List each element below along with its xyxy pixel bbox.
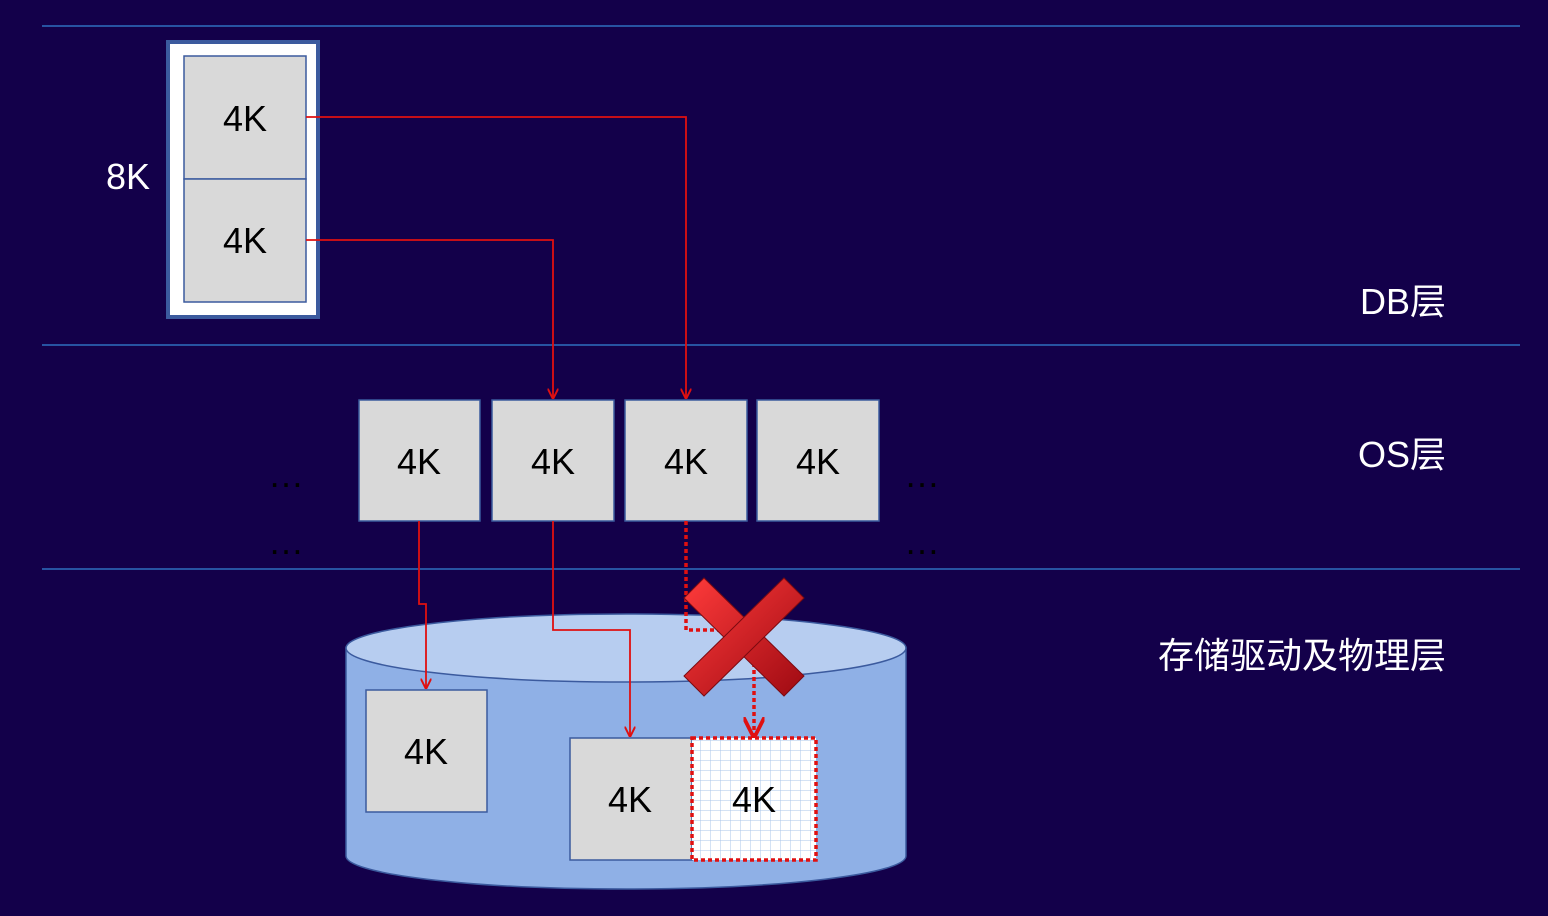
os-block-4-label: 4K xyxy=(796,441,840,482)
os-block-4: 4K xyxy=(756,399,880,522)
db-block-2: 4K xyxy=(183,178,307,303)
arrow-os-block-1-to-storage-block-1 xyxy=(418,521,426,688)
arrow-db-block-2-to-os-block-2 xyxy=(306,239,553,398)
os-block-1: 4K xyxy=(358,399,481,522)
cross-icon xyxy=(683,577,805,697)
storage-block-3-failed: 4K xyxy=(690,736,818,862)
ellipsis-left-upper: … xyxy=(268,454,304,495)
storage-block-3-label: 4K xyxy=(732,779,776,820)
ellipsis-left-lower: … xyxy=(268,521,304,562)
storage-block-2-label: 4K xyxy=(608,779,652,820)
os-block-3: 4K xyxy=(624,399,748,522)
os-block-2-label: 4K xyxy=(531,441,575,482)
ellipsis-right-upper: … xyxy=(904,454,940,495)
db-layer-label: DB层 xyxy=(1360,281,1446,322)
os-layer-label: OS层 xyxy=(1358,434,1446,475)
db-block-1: 4K xyxy=(183,55,307,180)
arrow-os-block-2-to-storage-block-2 xyxy=(552,521,630,736)
os-block-3-label: 4K xyxy=(664,441,708,482)
os-block-2: 4K xyxy=(491,399,615,522)
ellipsis-right-lower: … xyxy=(904,521,940,562)
db-block-1-label: 4K xyxy=(223,98,267,139)
os-block-1-label: 4K xyxy=(397,441,441,482)
storage-block-1-label: 4K xyxy=(404,731,448,772)
storage-block-2: 4K xyxy=(569,737,693,861)
storage-block-1: 4K xyxy=(365,689,488,813)
db-page-size-label: 8K xyxy=(106,156,150,197)
storage-layer-label: 存储驱动及物理层 xyxy=(1158,635,1446,676)
db-block-2-label: 4K xyxy=(223,220,267,261)
arrow-db-block-1-to-os-block-3 xyxy=(306,116,686,398)
